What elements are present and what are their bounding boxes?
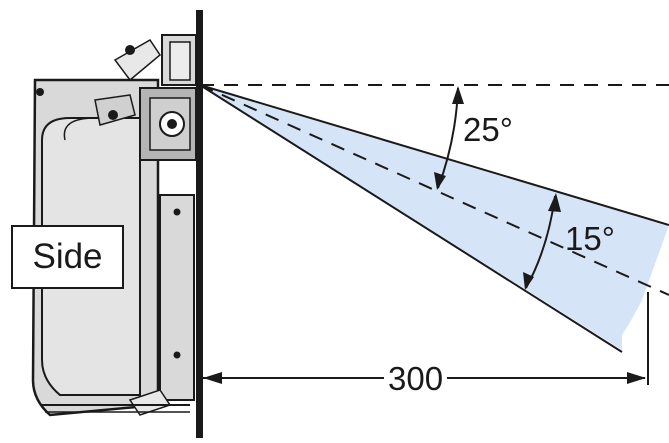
arc-arrowhead-top (452, 86, 464, 104)
view-label: Side (32, 237, 103, 276)
dimension-arrowhead-left (203, 372, 222, 384)
arc-arrowhead-bottom (434, 172, 446, 190)
arc15-arrowhead-bottom (523, 272, 534, 290)
beam-axis-line (199, 84, 669, 296)
angle-15-label: 15° (565, 220, 615, 257)
distance-label: 300 (384, 362, 448, 395)
view-label-box: Side (11, 225, 124, 289)
beam-upper-edge (199, 84, 669, 226)
angle-25-label: 25° (463, 111, 513, 148)
beam-lower-edge (199, 84, 623, 353)
beam-cone (200, 85, 669, 350)
mounting-wall (196, 10, 203, 438)
dimension-arrowhead-right (627, 372, 646, 384)
arc15-arrowhead-top (548, 193, 561, 212)
